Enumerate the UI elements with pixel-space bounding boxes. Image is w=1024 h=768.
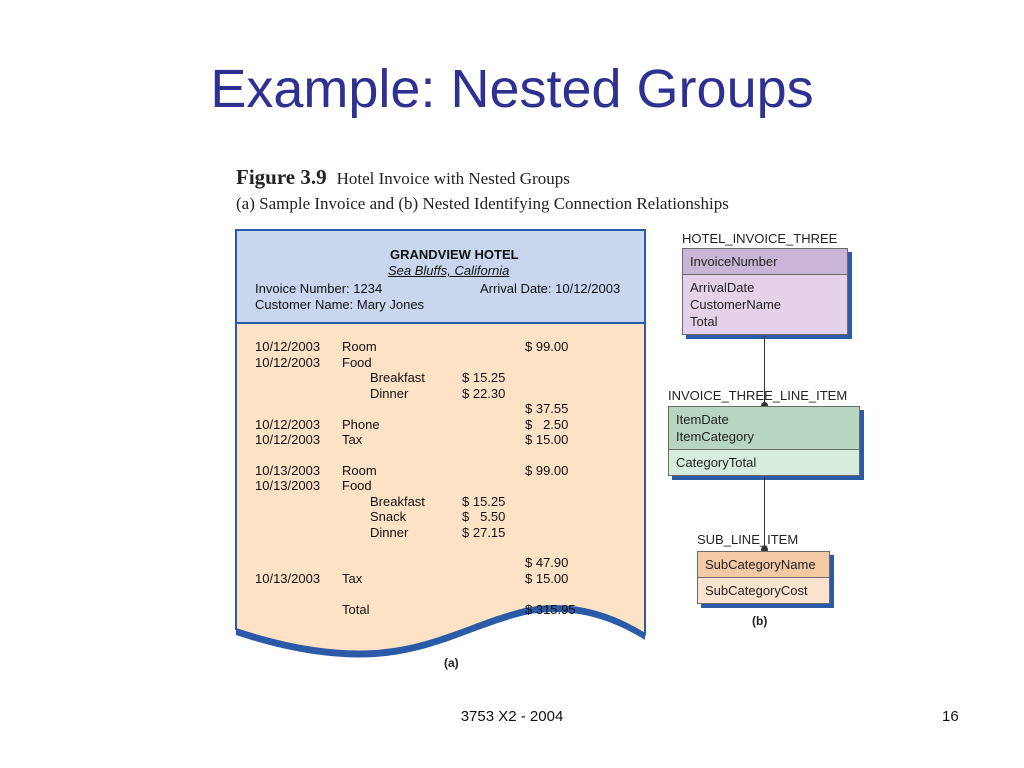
row-subcategory: Snack xyxy=(370,509,407,524)
row-amount: $ 99.00 xyxy=(525,339,569,354)
attribute-subcategory-name: SubCategoryName xyxy=(705,557,816,572)
row-date: 10/12/2003 xyxy=(255,339,321,354)
hotel-name: GRANDVIEW HOTEL xyxy=(390,247,519,262)
row-category: Food xyxy=(342,478,372,493)
entity-hotel-invoice: InvoiceNumber ArrivalDate CustomerName T… xyxy=(682,248,848,335)
figure-subtitle: (a) Sample Invoice and (b) Nested Identi… xyxy=(236,194,729,213)
invoice-number: Invoice Number: 1234 xyxy=(255,281,383,296)
attribute-subcategory-cost: SubCategoryCost xyxy=(705,583,808,598)
row-date: 10/12/2003 xyxy=(255,417,321,432)
hotel-location: Sea Bluffs, California xyxy=(388,263,510,278)
attribute-arrival-date: ArrivalDate xyxy=(690,280,755,295)
attribute-invoice-number: InvoiceNumber xyxy=(690,254,778,269)
entity-attribute-section: ArrivalDate CustomerName Total xyxy=(683,274,847,334)
row-subcategory-amount: $ 5.50 xyxy=(462,509,506,524)
part-a-label: (a) xyxy=(444,656,459,670)
part-b-label: (b) xyxy=(752,614,768,628)
attribute-category-total: CategoryTotal xyxy=(676,455,757,470)
row-amount: $ 47.90 xyxy=(525,555,569,570)
row-date: 10/12/2003 xyxy=(255,432,321,447)
row-subcategory-amount: $ 27.15 xyxy=(462,525,506,540)
row-category: Total xyxy=(342,602,370,617)
attribute-item-date: ItemDate xyxy=(676,412,729,427)
arrival-date: Arrival Date: 10/12/2003 xyxy=(480,281,621,296)
row-subcategory: Dinner xyxy=(370,525,409,540)
entity-line-item: ItemDate ItemCategory CategoryTotal xyxy=(668,406,860,476)
row-date: 10/13/2003 xyxy=(255,478,321,493)
row-subcategory: Breakfast xyxy=(370,370,425,385)
row-amount: $ 15.00 xyxy=(525,432,569,447)
row-category: Food xyxy=(342,355,372,370)
entity-attribute-section: CategoryTotal xyxy=(669,449,859,475)
figure-title: Hotel Invoice with Nested Groups xyxy=(336,169,570,188)
connector-line xyxy=(764,477,765,549)
attribute-item-category: ItemCategory xyxy=(676,429,755,444)
row-amount: $ 15.00 xyxy=(525,571,569,586)
row-category: Room xyxy=(342,463,377,478)
row-subcategory: Breakfast xyxy=(370,494,425,509)
row-subcategory-amount: $ 22.30 xyxy=(462,386,506,401)
row-category: Phone xyxy=(342,417,380,432)
page-number: 16 xyxy=(942,708,959,725)
row-amount: $ 99.00 xyxy=(525,463,569,478)
row-date: 10/13/2003 xyxy=(255,571,321,586)
invoice-paper xyxy=(235,229,646,658)
row-subcategory: Dinner xyxy=(370,386,409,401)
row-category: Tax xyxy=(342,571,363,586)
figure-caption: Figure 3.9 Hotel Invoice with Nested Grou… xyxy=(236,165,729,214)
row-subcategory-amount: $ 15.25 xyxy=(462,370,506,385)
connector-dot xyxy=(761,546,768,553)
row-date: 10/12/2003 xyxy=(255,355,321,370)
footer-text: 3753 X2 - 2004 xyxy=(460,708,564,725)
figure-number: Figure 3.9 xyxy=(236,165,327,189)
entity-title-sub-line-item: SUB_LINE_ITEM xyxy=(697,532,799,547)
row-amount: $ 315.95 xyxy=(525,602,576,617)
sample-invoice: GRANDVIEW HOTEL Sea Bluffs, California I… xyxy=(235,229,646,669)
entity-key-section: ItemDate ItemCategory xyxy=(669,407,859,449)
connector-dot xyxy=(761,402,768,409)
row-amount: $ 37.55 xyxy=(525,401,569,416)
row-date: 10/13/2003 xyxy=(255,463,321,478)
slide-title: Example: Nested Groups xyxy=(210,59,814,119)
attribute-total: Total xyxy=(690,314,718,329)
row-amount: $ 2.50 xyxy=(525,417,569,432)
row-category: Room xyxy=(342,339,377,354)
entity-key-section: SubCategoryName xyxy=(698,552,829,577)
row-subcategory-amount: $ 15.25 xyxy=(462,494,506,509)
entity-sub-line-item: SubCategoryName SubCategoryCost xyxy=(697,551,830,604)
connector-line xyxy=(764,336,765,406)
row-category: Tax xyxy=(342,432,363,447)
attribute-customer-name: CustomerName xyxy=(690,297,782,312)
entity-title-line-item: INVOICE_THREE_LINE_ITEM xyxy=(668,388,848,403)
entity-key-section: InvoiceNumber xyxy=(683,249,847,274)
entity-attribute-section: SubCategoryCost xyxy=(698,577,829,603)
customer-name: Customer Name: Mary Jones xyxy=(255,297,425,312)
entity-title-hotel-invoice: HOTEL_INVOICE_THREE xyxy=(682,231,838,246)
